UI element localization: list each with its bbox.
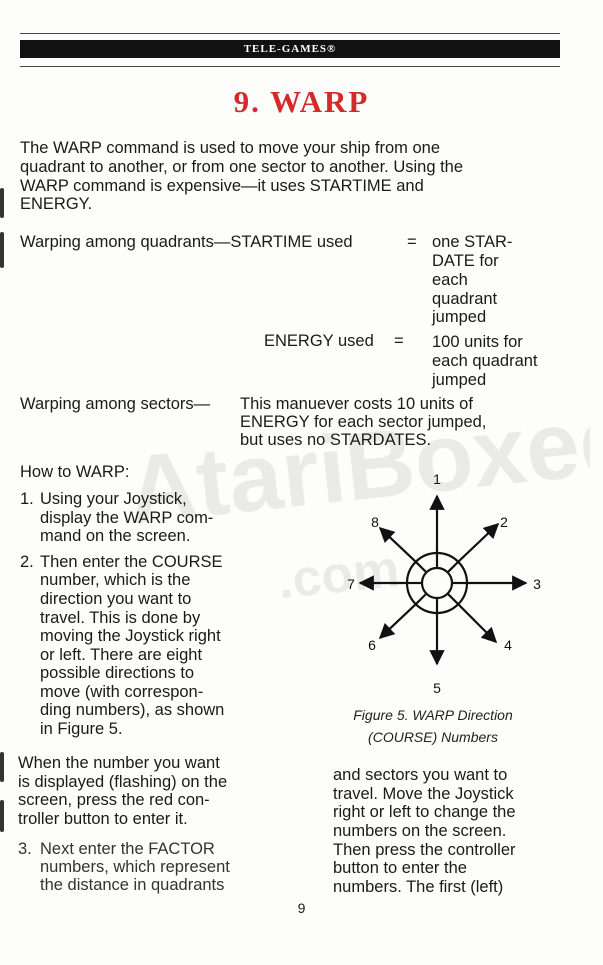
startime-value-line: quadrant [432, 290, 498, 308]
arrow-8 [378, 526, 417, 563]
scan-edge-mark [0, 752, 4, 782]
energy-label: ENERGY used [264, 332, 374, 350]
watermark: AtariBoxed .com [122, 384, 590, 610]
step-1-line: Using your Joystick, [40, 490, 187, 508]
energy-equals: = [394, 332, 404, 350]
page-number: 9 [297, 900, 306, 916]
direction-label-4: 4 [504, 637, 512, 653]
step-2-number: 2. [20, 553, 34, 571]
sector-line: This manuever costs 10 units of [240, 395, 473, 413]
intro-line: WARP command is expensive—it uses STARTI… [20, 177, 424, 195]
step-2-line: travel. This is done by [40, 609, 201, 627]
direction-label-1: 1 [433, 471, 441, 487]
energy-value-line: 100 units for [432, 333, 523, 351]
sector-line: ENERGY for each sector jumped, [240, 413, 487, 431]
startime-value-line: one STAR- [432, 233, 513, 251]
chapter-title: 9. WARP [233, 84, 370, 119]
right-column-line: numbers. The first (left) [333, 878, 504, 896]
when-line: When the number you want [18, 754, 220, 772]
direction-label-3: 3 [533, 576, 541, 592]
compass-arrows [358, 494, 528, 666]
header-banner: TELE-GAMES® [20, 40, 560, 58]
step-3-line: the distance in quadrants [40, 876, 225, 894]
how-to-heading: How to WARP: [20, 463, 130, 481]
intro-line: The WARP command is used to move your sh… [20, 139, 441, 157]
startime-value-line: DATE for [432, 252, 499, 270]
when-line: screen, press the red con- [18, 791, 210, 809]
right-column-line: button to enter the [333, 859, 467, 877]
scan-edge-mark [0, 800, 4, 832]
right-column-line: right or left to change the [333, 803, 516, 821]
intro-line: ENERGY. [20, 195, 93, 213]
compass-spokes [407, 553, 467, 613]
step-2-line: possible directions to [40, 664, 195, 682]
direction-label-2: 2 [500, 514, 508, 530]
step-3-line: numbers, which represent [40, 858, 230, 876]
when-line: troller button to enter it. [18, 810, 188, 828]
step-2-line: Then enter the COURSE [40, 553, 223, 571]
when-line: is displayed (flashing) on the [18, 773, 228, 791]
step-1-line: display the WARP com- [40, 509, 214, 527]
energy-value-line: jumped [432, 371, 487, 389]
sector-label: Warping among sectors— [20, 395, 211, 413]
arrow-6 [378, 603, 417, 640]
step-2-line: or left. There are eight [40, 646, 203, 664]
step-1-number: 1. [20, 490, 34, 508]
header-rule-bottom [20, 66, 560, 67]
step-1-line: mand on the screen. [40, 527, 191, 545]
startime-label: Warping among quadrants—STARTIME used [20, 233, 353, 251]
right-column-line: travel. Move the Joystick [333, 785, 514, 803]
energy-value-line: each quadrant [432, 352, 538, 370]
arrow-2 [457, 522, 500, 563]
right-column-line: numbers on the screen. [333, 822, 507, 840]
step-2-line: number, which is the [40, 571, 191, 589]
figure-caption-line: (COURSE) Numbers [368, 729, 498, 745]
intro-line: quadrant to another, or from one sector … [20, 158, 464, 176]
arrow-4 [457, 603, 498, 644]
sector-line: but uses no STARDATES. [240, 431, 432, 449]
step-2-line: ding numbers), as shown [40, 701, 225, 719]
direction-label-7: 7 [347, 576, 355, 592]
startime-value-line: each [432, 271, 468, 289]
step-3-number: 3. [18, 840, 32, 858]
step-2-line: in Figure 5. [40, 720, 123, 738]
warp-direction-figure: 1 2 3 4 5 6 7 8 [347, 471, 541, 696]
step-2-line: moving the Joystick right [40, 627, 221, 645]
step-2-line: direction you want to [40, 590, 192, 608]
direction-label-8: 8 [371, 514, 379, 530]
direction-label-6: 6 [368, 637, 376, 653]
right-column-line: and sectors you want to [333, 766, 508, 784]
step-2-line: move (with correspon- [40, 683, 204, 701]
startime-value-line: jumped [432, 308, 487, 326]
scan-edge-mark [0, 188, 4, 218]
startime-equals: = [407, 233, 417, 251]
step-3-line: Next enter the FACTOR [40, 840, 215, 858]
watermark-domain: .com [275, 540, 402, 610]
right-column-line: Then press the controller [333, 841, 516, 859]
header-rule-top [20, 33, 560, 34]
scan-edge-mark [0, 232, 4, 268]
compass-inner-ring [420, 566, 454, 600]
figure-caption-line: Figure 5. WARP Direction [353, 707, 513, 723]
direction-label-5: 5 [433, 680, 441, 696]
